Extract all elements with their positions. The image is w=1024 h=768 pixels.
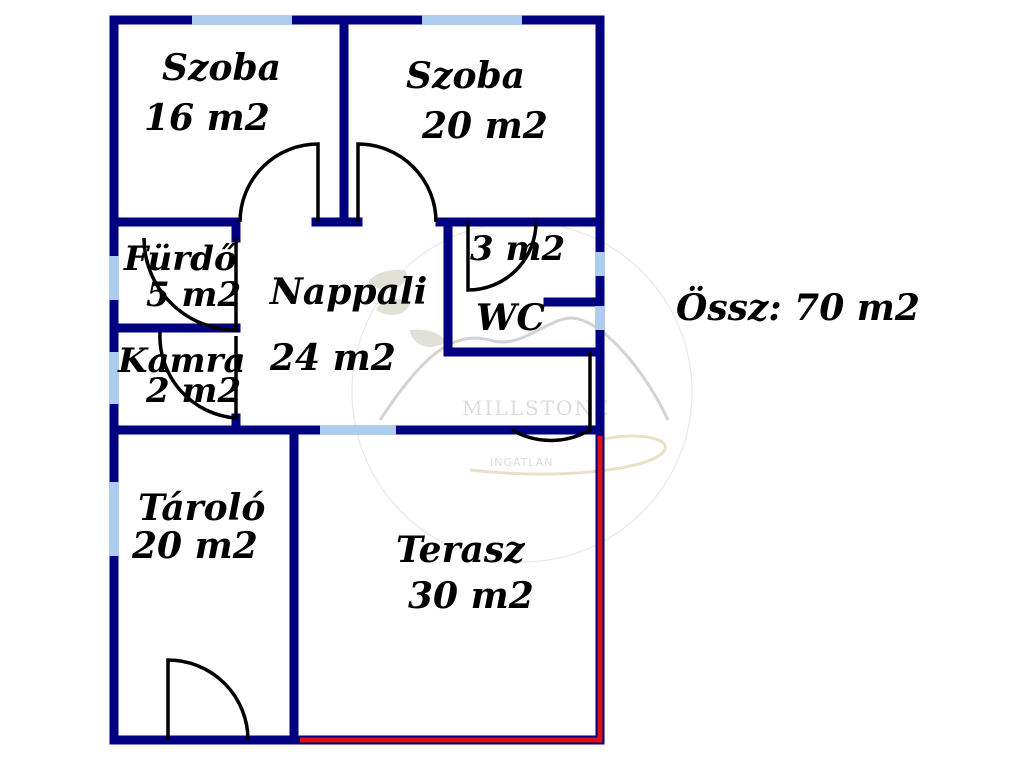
terrace-edge — [300, 436, 603, 743]
room-labels: Szoba 16 m2 Szoba 20 m2 Fürdő 5 m2 Nappa… — [117, 47, 920, 617]
room-terasz-name: Terasz — [396, 529, 526, 571]
room-szoba-2-area: 20 m2 — [421, 105, 548, 147]
door-wc — [466, 221, 538, 292]
door-kamra — [158, 331, 238, 420]
watermark-brand: MILLSTONE — [462, 396, 610, 420]
room-nappali-area: 24 m2 — [269, 337, 396, 379]
room-wc-name: WC — [476, 297, 545, 339]
room-terasz-area: 30 m2 — [408, 575, 534, 617]
room-kamra-name: Kamra — [117, 341, 246, 381]
room-furdo-area: 5 m2 — [146, 275, 241, 315]
watermark-logo: MILLSTONE INGATLAN — [351, 221, 693, 563]
room-wc-area: 3 m2 — [470, 229, 565, 269]
watermark-tagline: INGATLAN — [490, 456, 554, 469]
door-tarolo — [166, 658, 250, 741]
room-nappali-name: Nappali — [269, 271, 427, 313]
room-szoba-1-name: Szoba — [162, 47, 281, 89]
door-szoba-1 — [238, 142, 320, 223]
total-area: Össz: 70 m2 — [676, 286, 920, 329]
room-tarolo-area: 20 m2 — [131, 525, 258, 567]
door-terrace — [511, 352, 592, 443]
door-szoba-2 — [356, 142, 438, 223]
doors — [142, 142, 592, 741]
windows — [109, 15, 605, 556]
room-kamra-area: 2 m2 — [145, 371, 241, 411]
room-furdo-name: Fürdő — [123, 239, 237, 279]
room-tarolo-name: Tároló — [138, 487, 265, 529]
door-furdo — [142, 237, 238, 332]
room-szoba-2-name: Szoba — [406, 55, 525, 97]
room-szoba-1-area: 16 m2 — [144, 97, 270, 139]
